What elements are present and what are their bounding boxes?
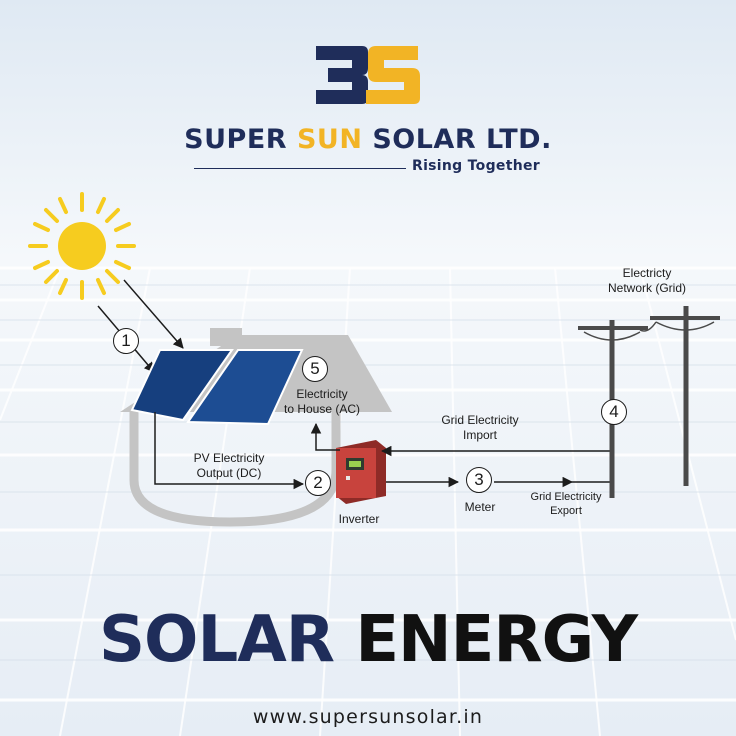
website-url: www.supersunsolar.in	[252, 706, 484, 728]
grid-network-label: Electricty Network (Grid)	[592, 266, 702, 296]
company-name-part1: SUPER	[184, 124, 297, 155]
step-5-marker: 5	[302, 356, 328, 382]
sunlight-arrow	[123, 279, 184, 349]
step-4-marker: 4	[601, 399, 627, 425]
title-word-energy: ENERGY	[355, 603, 638, 677]
grid-import-label-line1: Grid Electricity	[441, 413, 519, 427]
solar-panels	[130, 349, 304, 426]
house-supply-line	[310, 422, 340, 451]
grid-export-label-line2: Export	[550, 505, 582, 517]
house-supply-label-line2: to House (AC)	[283, 402, 361, 416]
tagline: Rising Together	[412, 158, 540, 174]
step-2-marker: 2	[305, 470, 331, 496]
title-word-solar: SOLAR	[98, 603, 335, 677]
sun-icon	[28, 192, 136, 300]
inverter-label: Inverter	[338, 512, 380, 526]
company-name-highlight: SUN	[296, 124, 363, 155]
pv-output-label-line1: PV Electricity	[193, 451, 265, 465]
house-supply-label-line1: Electricity	[296, 387, 348, 401]
inverter-icon	[336, 440, 386, 504]
grid-import-label-line2: Import	[462, 428, 497, 442]
tagline-divider	[194, 168, 406, 169]
grid-export-label: Grid Electricity Export	[514, 490, 618, 518]
grid-export-label-line1: Grid Electricity	[530, 491, 602, 503]
pv-output-line	[154, 412, 305, 490]
company-name: SUPER SUN SOLAR LTD.	[0, 124, 736, 155]
page-title: SOLAR ENERGY	[0, 603, 736, 677]
grid-network-label-line1: Electricty	[622, 266, 672, 280]
company-name-part2: SOLAR LTD.	[362, 124, 552, 155]
meter-label: Meter	[464, 500, 496, 514]
step-3-marker: 3	[466, 467, 492, 493]
grid-network-label-line2: Network (Grid)	[607, 281, 686, 295]
pv-output-label: PV Electricity Output (DC)	[174, 451, 284, 481]
pv-output-label-line2: Output (DC)	[196, 466, 262, 480]
brand-logo	[316, 46, 420, 104]
house-supply-label: Electricity to House (AC)	[272, 387, 372, 417]
grid-import-label: Grid Electricity Import	[424, 413, 536, 443]
utility-poles	[578, 306, 720, 498]
step-1-marker: 1	[113, 328, 139, 354]
